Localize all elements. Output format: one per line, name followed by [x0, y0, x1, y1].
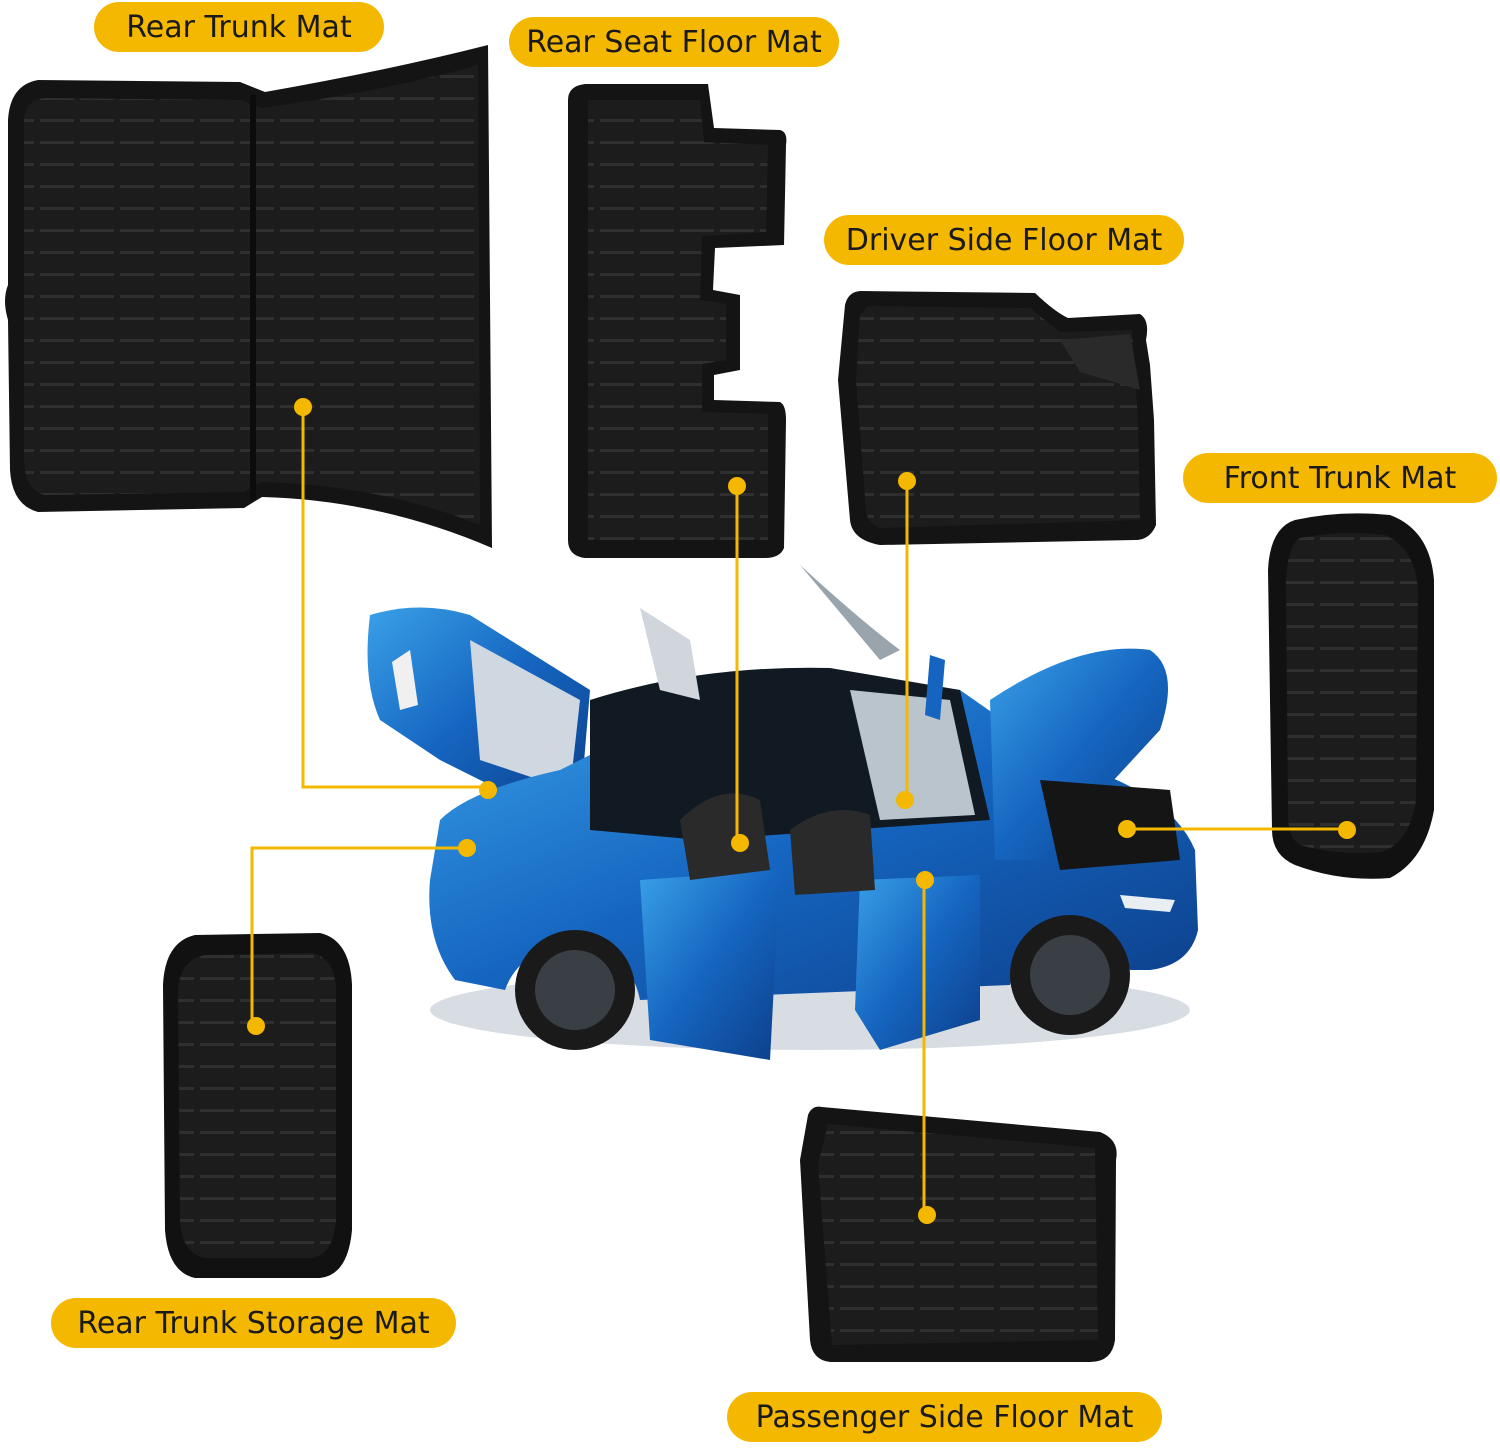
dot-passenger-mat	[918, 1206, 936, 1224]
label-rear-seat-floor-mat-text: Rear Seat Floor Mat	[526, 24, 822, 60]
callout-line-storage	[250, 846, 467, 1024]
rear-trunk-storage-mat	[163, 933, 352, 1278]
dot-front-trunk-car	[1118, 820, 1136, 838]
driver-side-floor-mat	[838, 291, 1156, 545]
dot-storage-car	[458, 839, 476, 857]
dot-driver-car	[896, 791, 914, 809]
dot-rear-trunk-car	[479, 781, 497, 799]
label-rear-trunk-storage-mat-text: Rear Trunk Storage Mat	[77, 1305, 430, 1341]
label-rear-trunk-storage-mat: Rear Trunk Storage Mat	[51, 1298, 456, 1348]
car-image	[367, 565, 1198, 1060]
label-front-trunk-mat-text: Front Trunk Mat	[1223, 460, 1457, 496]
dot-rear-seat-car	[731, 834, 749, 852]
dot-driver-mat	[898, 472, 916, 490]
label-front-trunk-mat: Front Trunk Mat	[1183, 453, 1497, 503]
dot-rear-seat-mat	[728, 477, 746, 495]
label-driver-side-floor-mat-text: Driver Side Floor Mat	[845, 222, 1163, 258]
front-trunk-mat	[1268, 513, 1434, 879]
passenger-side-floor-mat	[800, 1106, 1117, 1362]
label-driver-side-floor-mat: Driver Side Floor Mat	[824, 215, 1184, 265]
dot-front-trunk-mat	[1338, 821, 1356, 839]
label-rear-trunk-mat: Rear Trunk Mat	[94, 2, 384, 52]
label-passenger-side-floor-mat: Passenger Side Floor Mat	[727, 1392, 1162, 1442]
label-passenger-side-floor-mat-text: Passenger Side Floor Mat	[755, 1399, 1134, 1435]
label-rear-seat-floor-mat: Rear Seat Floor Mat	[509, 17, 839, 67]
dot-passenger-car	[916, 871, 934, 889]
callout-dots	[247, 398, 1356, 1224]
label-rear-trunk-mat-text: Rear Trunk Mat	[126, 9, 352, 45]
dot-storage-mat	[247, 1017, 265, 1035]
rear-trunk-mat	[5, 45, 492, 548]
dot-rear-trunk-mat	[294, 398, 312, 416]
callout-lines	[250, 407, 1347, 1213]
callout-line-rear-trunk	[301, 407, 488, 789]
rear-seat-floor-mat	[568, 84, 787, 558]
